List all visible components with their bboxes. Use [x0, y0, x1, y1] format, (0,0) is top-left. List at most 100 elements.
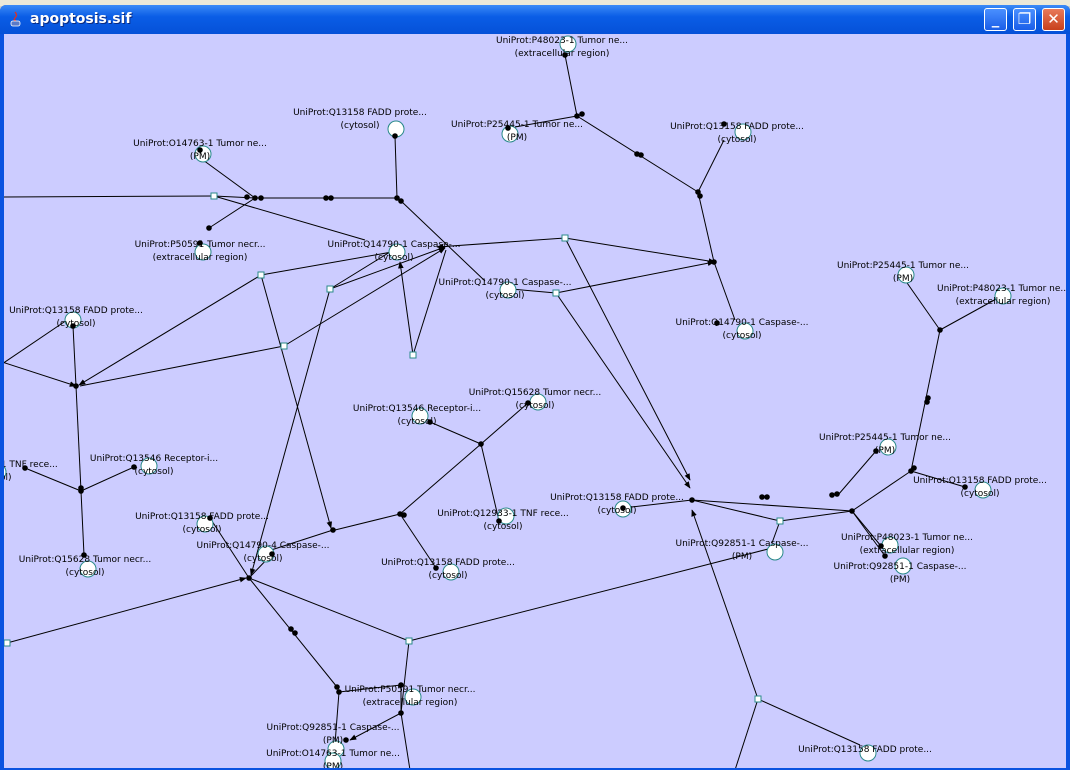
protein-node[interactable]: [736, 322, 754, 340]
edge[interactable]: [338, 684, 402, 693]
edge[interactable]: [80, 490, 85, 556]
protein-node[interactable]: [499, 281, 517, 299]
edge[interactable]: [904, 279, 941, 331]
protein-node[interactable]: [879, 438, 897, 456]
directed-edge[interactable]: [691, 509, 759, 700]
protein-node[interactable]: [859, 744, 877, 762]
directed-edge[interactable]: [564, 237, 691, 481]
protein-node[interactable]: [766, 543, 784, 561]
directed-edge[interactable]: [6, 576, 247, 644]
protein-node[interactable]: [974, 481, 992, 499]
edge[interactable]: [399, 513, 437, 569]
edge[interactable]: [213, 195, 366, 241]
edge[interactable]: [851, 510, 886, 557]
edge[interactable]: [399, 443, 482, 515]
process-node[interactable]: [561, 234, 569, 242]
edge[interactable]: [400, 712, 411, 768]
edge[interactable]: [851, 470, 912, 512]
edge[interactable]: [564, 54, 578, 117]
directed-edge[interactable]: [4, 360, 77, 387]
protein-node[interactable]: [994, 287, 1012, 305]
title-bar[interactable]: apoptosis.sif _ ❐ ✕: [0, 5, 1070, 34]
edge[interactable]: [248, 577, 410, 642]
protein-node[interactable]: [559, 35, 577, 53]
directed-edge[interactable]: [564, 237, 716, 264]
directed-edge[interactable]: [329, 246, 446, 290]
edge[interactable]: [329, 251, 391, 290]
edge[interactable]: [514, 115, 578, 128]
edge[interactable]: [72, 325, 77, 387]
protein-node[interactable]: [140, 457, 158, 475]
protein-node[interactable]: [388, 243, 406, 261]
directed-edge[interactable]: [283, 247, 446, 347]
edge[interactable]: [24, 467, 82, 492]
protein-node[interactable]: [501, 125, 519, 143]
edge[interactable]: [939, 297, 999, 331]
edge[interactable]: [334, 513, 401, 531]
network-graph[interactable]: UniProt:P48023-1 Tumor ne...(extracellul…: [4, 34, 1066, 768]
directed-edge[interactable]: [260, 274, 333, 529]
edge[interactable]: [480, 402, 529, 445]
process-node[interactable]: [257, 271, 265, 279]
edge[interactable]: [697, 139, 725, 193]
directed-edge[interactable]: [555, 292, 691, 489]
edge[interactable]: [480, 443, 500, 522]
directed-edge[interactable]: [398, 261, 414, 356]
process-node[interactable]: [4, 639, 11, 647]
protein-node[interactable]: [897, 266, 915, 284]
process-node[interactable]: [326, 285, 334, 293]
protein-node[interactable]: [324, 752, 342, 768]
protein-node[interactable]: [894, 557, 912, 575]
directed-edge[interactable]: [555, 260, 715, 294]
protein-node[interactable]: [404, 688, 422, 706]
edge[interactable]: [691, 499, 781, 522]
edge[interactable]: [4, 195, 215, 198]
directed-edge[interactable]: [78, 274, 262, 386]
edge[interactable]: [400, 640, 410, 714]
edge[interactable]: [75, 385, 82, 492]
edge[interactable]: [209, 517, 250, 579]
protein-node[interactable]: [442, 563, 460, 581]
protein-node[interactable]: [79, 560, 97, 578]
edge[interactable]: [394, 135, 398, 199]
protein-node[interactable]: [4, 464, 7, 480]
directed-edge[interactable]: [264, 529, 334, 553]
process-node[interactable]: [280, 342, 288, 350]
directed-edge[interactable]: [436, 237, 566, 250]
edge[interactable]: [779, 510, 853, 522]
process-node[interactable]: [409, 351, 417, 359]
edge[interactable]: [691, 499, 853, 512]
protein-node[interactable]: [194, 243, 212, 261]
edge[interactable]: [408, 547, 773, 642]
edge[interactable]: [412, 249, 447, 356]
edge[interactable]: [735, 698, 759, 768]
edge[interactable]: [202, 159, 256, 199]
edge[interactable]: [260, 251, 393, 276]
process-node[interactable]: [405, 637, 413, 645]
edge[interactable]: [622, 499, 693, 509]
directed-edge[interactable]: [349, 712, 402, 741]
edge[interactable]: [208, 197, 256, 229]
directed-edge[interactable]: [249, 288, 331, 576]
protein-node[interactable]: [411, 407, 429, 425]
minimize-button[interactable]: _: [984, 8, 1007, 31]
network-canvas[interactable]: UniProt:P48023-1 Tumor ne...(extracellul…: [4, 34, 1066, 768]
protein-node[interactable]: [734, 123, 752, 141]
process-node[interactable]: [776, 517, 784, 525]
edge[interactable]: [837, 450, 877, 496]
close-button[interactable]: ✕: [1042, 8, 1065, 31]
edge[interactable]: [429, 421, 482, 445]
process-node[interactable]: [552, 289, 560, 297]
edge[interactable]: [910, 470, 966, 488]
edge[interactable]: [713, 261, 736, 321]
process-node[interactable]: [754, 695, 762, 703]
edge[interactable]: [400, 200, 486, 282]
protein-node[interactable]: [497, 507, 515, 525]
edge[interactable]: [771, 520, 781, 544]
edge[interactable]: [80, 466, 135, 492]
edge[interactable]: [757, 698, 861, 746]
edge[interactable]: [4, 317, 71, 368]
maximize-button[interactable]: ❐: [1013, 8, 1036, 31]
edge[interactable]: [697, 191, 715, 263]
edge[interactable]: [79, 345, 285, 387]
